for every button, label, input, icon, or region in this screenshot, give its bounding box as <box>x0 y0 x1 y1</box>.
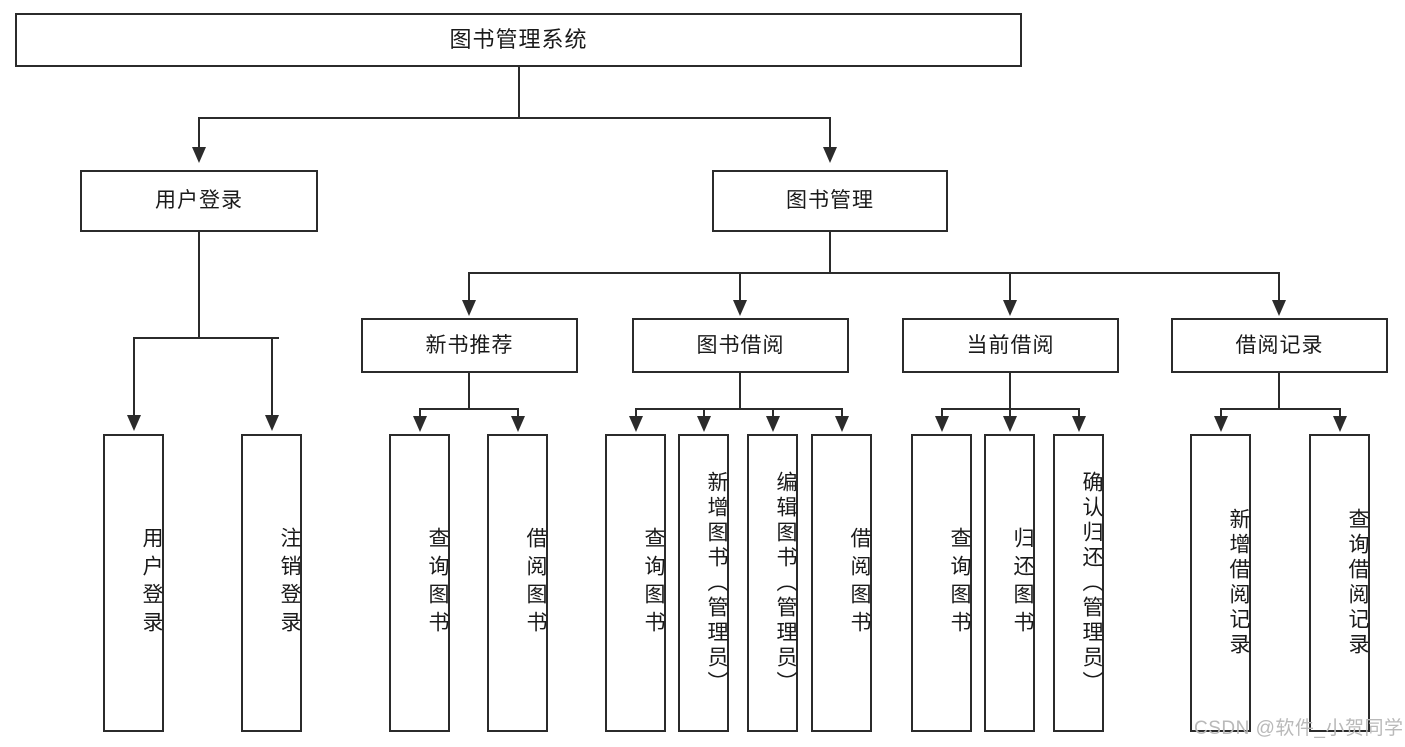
node-root-system[interactable]: 图书管理系统 <box>15 13 1022 67</box>
connector-borrow-record-stem <box>1278 373 1280 408</box>
connector-user-login-leaf-0 <box>133 337 135 417</box>
arrowhead-book-borrow-leaf-1 <box>697 416 711 432</box>
leaf-user-login-1[interactable]: 注销登录 <box>241 434 302 732</box>
connector-new-book-rec-leaf-0 <box>419 408 421 420</box>
connector-current-borrow-leaf-2 <box>1078 408 1080 420</box>
connector-book-borrow-stem <box>739 373 741 408</box>
arrowhead-book-borrow <box>733 300 747 316</box>
arrowhead-current-borrow-leaf-0 <box>935 416 949 432</box>
leaf-borrow-record-1[interactable]: 查询借阅记录 <box>1309 434 1370 732</box>
arrowhead-user-login <box>192 147 206 163</box>
arrowhead-book-borrow-leaf-2 <box>766 416 780 432</box>
connector-book-borrow-leaf-0 <box>635 408 637 420</box>
arrowhead-new-book-rec <box>462 300 476 316</box>
arrowhead-new-book-rec-leaf-0 <box>413 416 427 432</box>
connector-book-borrow-bus <box>635 408 842 410</box>
arrowhead-borrow-record-leaf-0 <box>1214 416 1228 432</box>
connector-borrow-record-bus <box>1220 408 1340 410</box>
connector-borrow-record-leaf-1 <box>1339 408 1341 420</box>
connector-root-to-book-manage <box>829 117 831 149</box>
leaf-new-book-rec-0[interactable]: 查询图书 <box>389 434 450 732</box>
node-user-login[interactable]: 用户登录 <box>80 170 318 232</box>
arrowhead-book-manage <box>823 147 837 163</box>
connector-user-login-leaf-1 <box>271 337 273 417</box>
leaf-current-borrow-0[interactable]: 查询图书 <box>911 434 972 732</box>
leaf-book-borrow-3[interactable]: 借阅图书 <box>811 434 872 732</box>
arrowhead-user-login-leaf-1 <box>265 415 279 431</box>
leaf-book-borrow-0[interactable]: 查询图书 <box>605 434 666 732</box>
node-book-manage[interactable]: 图书管理 <box>712 170 948 232</box>
connector-book-manage-bus <box>468 272 1279 274</box>
arrowhead-borrow-record-leaf-1 <box>1333 416 1347 432</box>
connector-book-borrow-leaf-2 <box>772 408 774 420</box>
connector-book-manage-stem <box>829 232 831 272</box>
arrowhead-new-book-rec-leaf-1 <box>511 416 525 432</box>
leaf-user-login-0[interactable]: 用户登录 <box>103 434 164 732</box>
node-new-book-rec[interactable]: 新书推荐 <box>361 318 578 373</box>
connector-user-login-bus <box>133 337 279 339</box>
arrowhead-user-login-leaf-0 <box>127 415 141 431</box>
leaf-current-borrow-2[interactable]: 确认归还（管理员） <box>1053 434 1104 732</box>
node-current-borrow[interactable]: 当前借阅 <box>902 318 1119 373</box>
connector-root-stem <box>518 67 520 117</box>
connector-root-to-user-login <box>198 117 200 149</box>
connector-book-manage-to-new-book-rec <box>468 272 470 302</box>
arrowhead-current-borrow-leaf-2 <box>1072 416 1086 432</box>
connector-borrow-record-leaf-0 <box>1220 408 1222 420</box>
connector-new-book-rec-leaf-1 <box>517 408 519 420</box>
connector-book-manage-to-borrow-record <box>1278 272 1280 302</box>
arrowhead-book-borrow-leaf-3 <box>835 416 849 432</box>
leaf-current-borrow-1[interactable]: 归还图书 <box>984 434 1035 732</box>
leaf-new-book-rec-1[interactable]: 借阅图书 <box>487 434 548 732</box>
connector-new-book-rec-bus <box>419 408 518 410</box>
leaf-book-borrow-1[interactable]: 新增图书（管理员） <box>678 434 729 732</box>
connector-new-book-rec-stem <box>468 373 470 408</box>
arrowhead-current-borrow-leaf-1 <box>1003 416 1017 432</box>
arrowhead-current-borrow <box>1003 300 1017 316</box>
arrowhead-borrow-record <box>1272 300 1286 316</box>
connector-current-borrow-stem <box>1009 373 1011 408</box>
node-borrow-record[interactable]: 借阅记录 <box>1171 318 1388 373</box>
arrowhead-book-borrow-leaf-0 <box>629 416 643 432</box>
connector-book-manage-to-current-borrow <box>1009 272 1011 302</box>
connector-book-manage-to-book-borrow <box>739 272 741 302</box>
connector-user-login-stem <box>198 232 200 337</box>
node-book-borrow[interactable]: 图书借阅 <box>632 318 849 373</box>
connector-current-borrow-leaf-0 <box>941 408 943 420</box>
leaf-book-borrow-2[interactable]: 编辑图书（管理员） <box>747 434 798 732</box>
connector-root-bus <box>198 117 831 119</box>
connector-current-borrow-leaf-1 <box>1009 408 1011 420</box>
connector-book-borrow-leaf-1 <box>703 408 705 420</box>
connector-book-borrow-leaf-3 <box>841 408 843 420</box>
leaf-borrow-record-0[interactable]: 新增借阅记录 <box>1190 434 1251 732</box>
